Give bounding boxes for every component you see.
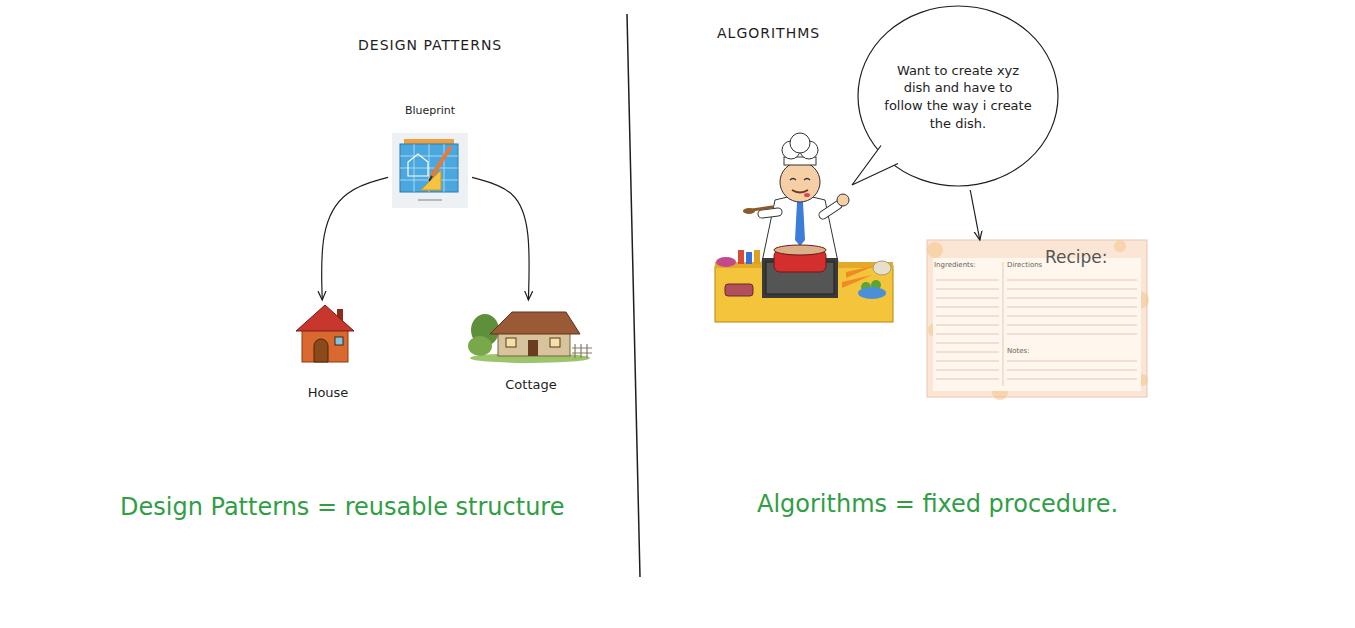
meat [725,284,753,296]
card-heading: Ingredients: [934,261,976,270]
bubble-outline [856,4,1060,190]
speech-text: Want to create xyz dish and have to foll… [883,62,1033,132]
bottle [738,250,744,264]
card-blot [927,242,943,258]
carrot [846,266,874,278]
blueprint-node: Blueprint [388,104,472,212]
chef-illustration [715,133,893,322]
chef-coat [762,196,838,262]
section-heading: DESIGN PATTERNS [358,37,502,53]
cottage-roof [490,312,580,334]
chef-tongue [804,193,810,197]
blueprint-stamp [418,199,442,201]
bubble-tail-fill [852,146,898,186]
onion [873,261,891,275]
bowl [858,287,886,299]
chef-hand [837,194,849,206]
bubble-tail [852,146,898,186]
chef-head [780,162,820,202]
card-heading: Directions [1007,261,1042,270]
card-rules [936,280,999,379]
hat-puff [790,133,810,153]
bottle [754,250,760,264]
house-wall [302,329,348,362]
card-rules [1007,280,1137,379]
chef-tie [795,202,805,246]
cottage-window [506,338,516,347]
house-icon [296,305,354,362]
house-window [335,337,343,345]
connector-arrow [322,177,388,300]
image-caption: Cottage [466,376,596,394]
card-heading: Notes: [1007,347,1030,356]
house-door [314,339,328,362]
cottage-window [550,338,560,347]
chef-arm [762,212,778,214]
cottage-node: Cottage [466,300,596,396]
chef-eyes [790,179,810,181]
blueprint-icon [392,133,468,208]
chef-arm [823,205,838,215]
section-heading: ALGORITHMS [717,25,820,41]
speech-bubble: Want to create xyz dish and have to foll… [856,4,1060,190]
house-node: House [292,300,364,404]
card-blot [1114,240,1126,252]
fence [572,344,592,358]
bottle [746,252,752,264]
cottage-icon [468,312,592,363]
connector-arrow [970,190,980,240]
bush [468,336,492,356]
blueprint-roll [404,139,454,144]
summary-note: Design Patterns = reusable structure [120,493,564,521]
cottage-door [528,340,538,356]
blueprint-grid [400,144,458,192]
blueprint-sheet [400,144,458,192]
chef-arm [762,212,778,214]
chef-mustache [792,190,808,193]
card-paper [933,258,1141,391]
chef-arm [823,205,838,215]
card-divider [1003,262,1004,386]
card-ground [927,240,1147,397]
bowl [716,257,736,267]
divider-line [627,14,640,577]
blueprint-sketch [408,154,428,176]
house-roof [296,305,354,331]
image-caption: House [292,384,364,402]
recipe-card-art [927,240,1149,400]
pencil-tip [429,176,432,181]
card-title: Recipe: [1045,246,1108,269]
pencil [432,148,450,176]
icon-ground [392,133,468,208]
image-caption: Blueprint [388,104,472,119]
pot-rim [774,245,826,255]
recipe-card: Recipe: Ingredients: DirectionsNotes: [927,240,1147,397]
summary-note: Algorithms = fixed procedure. [757,490,1118,518]
spoon-bowl [743,208,755,214]
set-square [421,170,441,190]
connector-arrow [472,177,529,300]
